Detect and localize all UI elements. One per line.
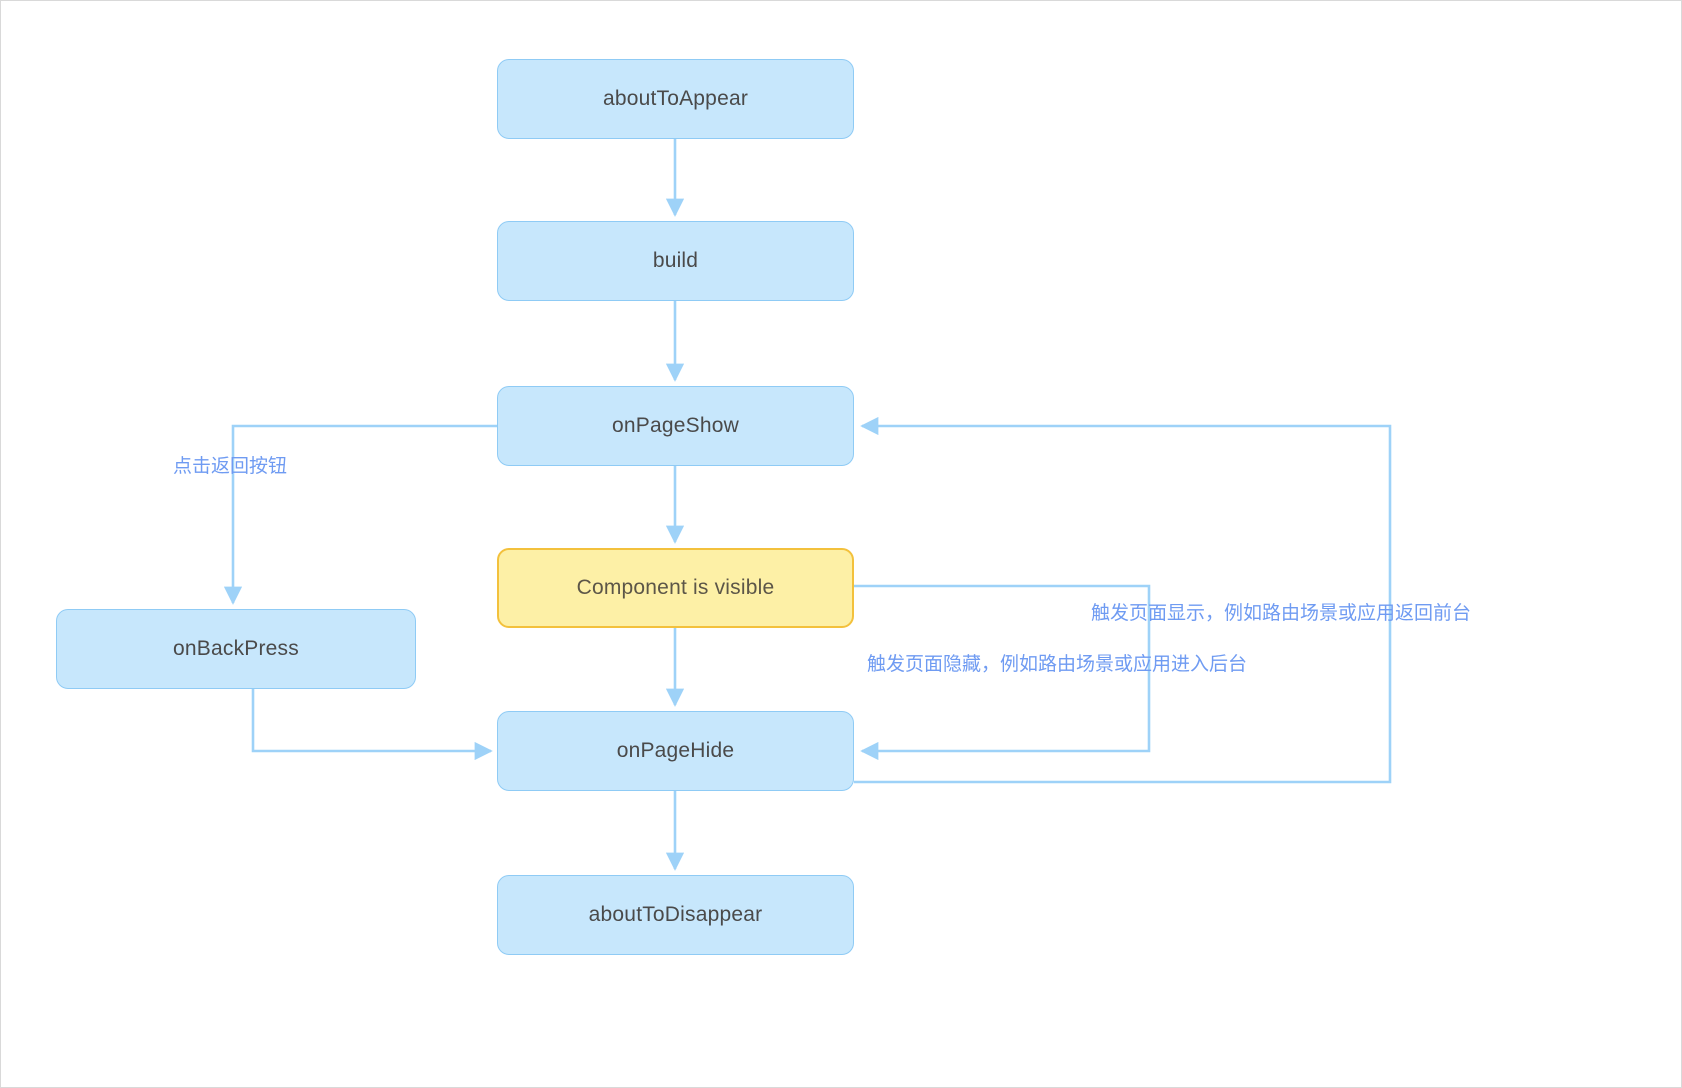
node-label: build	[652, 249, 699, 272]
node-label: aboutToDisappear	[588, 903, 763, 926]
node-label: onPageShow	[612, 414, 739, 437]
edge-label-page-hide-trigger: 触发页面隐藏，例如路由场景或应用进入后台	[867, 654, 1248, 675]
node-build[interactable]: build	[497, 221, 854, 301]
node-onPageHide[interactable]: onPageHide	[497, 711, 854, 791]
node-label: onBackPress	[173, 637, 299, 660]
node-label: Component is visible	[576, 576, 775, 599]
node-label: aboutToAppear	[602, 87, 749, 110]
node-onBackPress[interactable]: onBackPress	[56, 609, 416, 689]
edge-label-page-show-trigger: 触发页面显示，例如路由场景或应用返回前台	[1091, 603, 1472, 624]
node-aboutToDisappear[interactable]: aboutToDisappear	[497, 875, 854, 955]
node-label: onPageHide	[616, 739, 735, 762]
node-component-is-visible[interactable]: Component is visible	[497, 548, 854, 628]
node-onPageShow[interactable]: onPageShow	[497, 386, 854, 466]
node-aboutToAppear[interactable]: aboutToAppear	[497, 59, 854, 139]
edge-onBackPress-onPageHide	[251, 689, 493, 761]
edge-label-back-button: 点击返回按钮	[173, 456, 288, 477]
